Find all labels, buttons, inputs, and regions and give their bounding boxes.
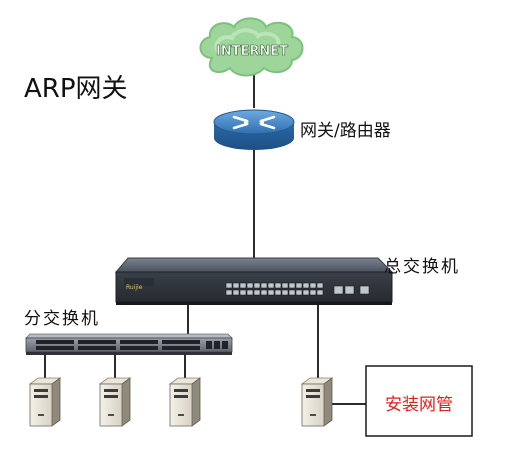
router-icon — [213, 109, 295, 150]
pc-2-icon — [98, 377, 132, 427]
router-label: 网关/路由器 — [300, 121, 391, 141]
pc-1-icon — [28, 377, 62, 427]
core-switch-brand: Ruijie — [126, 284, 143, 291]
branch-switch-label: 分交换机 — [24, 309, 100, 329]
pc-3-icon — [168, 377, 202, 427]
nms-box — [365, 365, 473, 437]
diagram-title: ARP网关 — [24, 74, 128, 104]
core-switch-ports — [225, 282, 370, 296]
internet-label: INTERNET — [216, 44, 288, 59]
nms-server-icon — [300, 377, 334, 427]
core-switch-icon — [114, 257, 394, 305]
branch-switch-icon — [25, 333, 233, 355]
nms-label: 安装网管 — [385, 395, 453, 415]
core-switch-label: 总交换机 — [384, 257, 460, 277]
internet-cloud-icon — [199, 17, 304, 77]
